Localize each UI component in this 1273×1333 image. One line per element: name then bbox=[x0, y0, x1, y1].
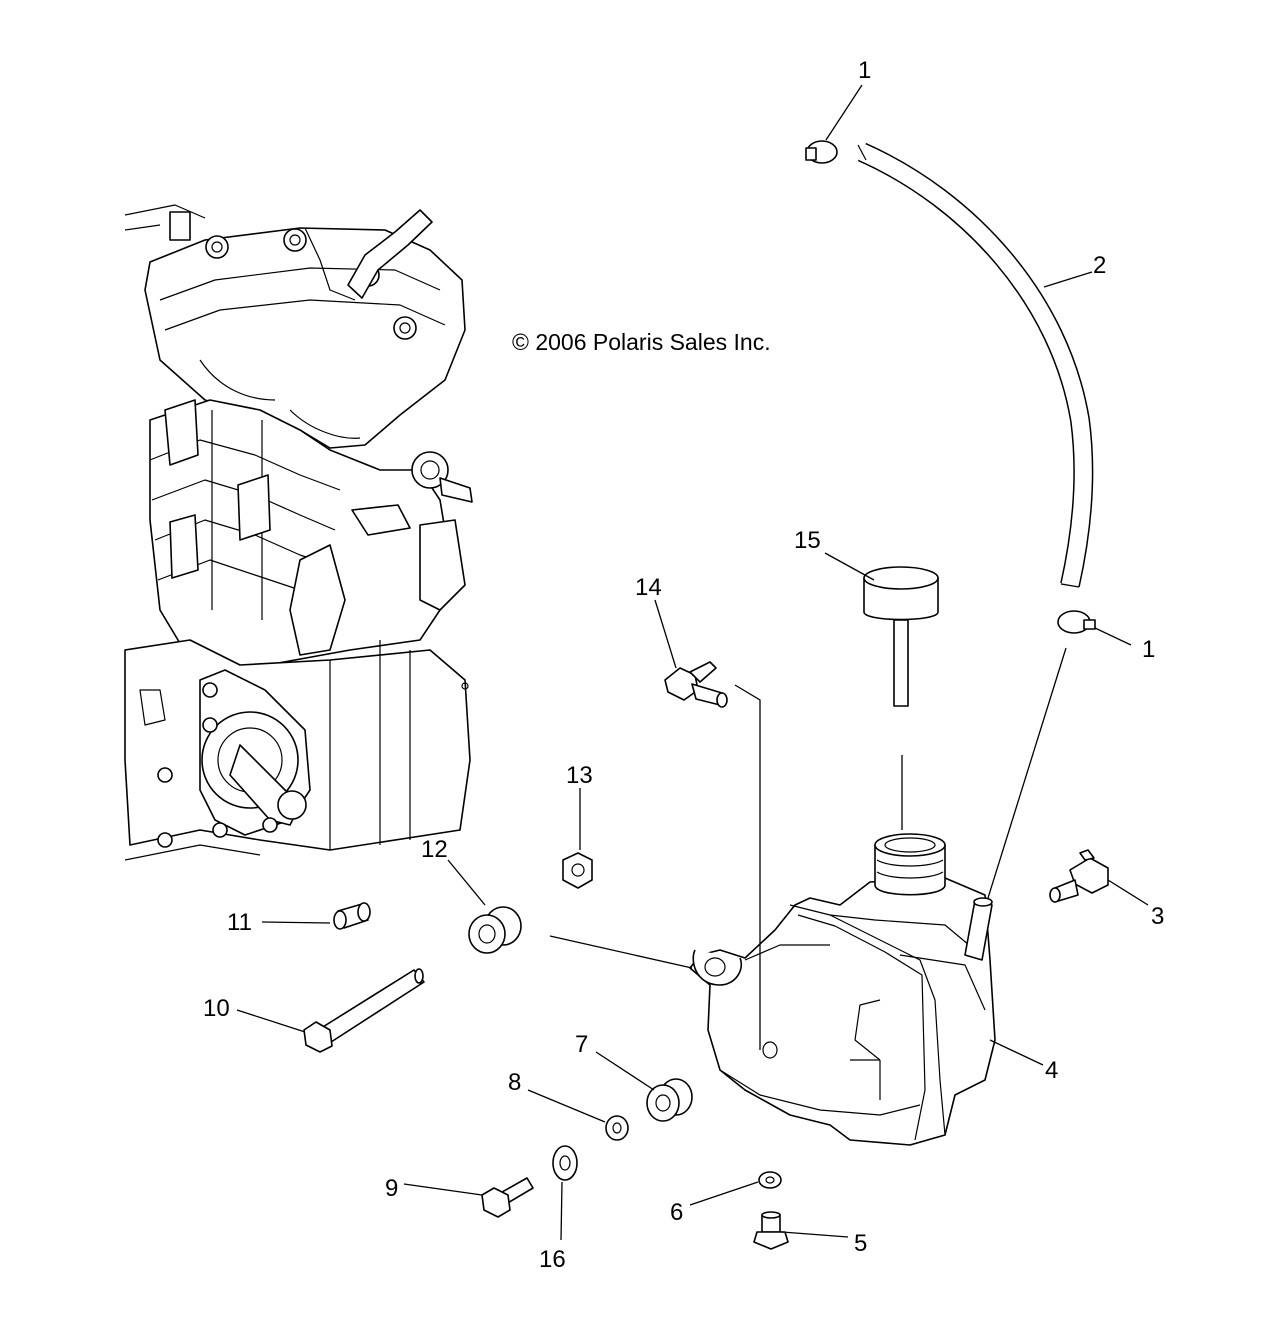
callout-6: 6 bbox=[670, 1199, 683, 1226]
leader-lines bbox=[236, 84, 1149, 1241]
long-bolt bbox=[303, 968, 425, 1053]
callout-1-top: 1 bbox=[858, 57, 871, 84]
bolt-9 bbox=[481, 1177, 534, 1218]
grommet-12 bbox=[468, 906, 522, 954]
engine-assembly bbox=[124, 204, 473, 861]
callout-11: 11 bbox=[227, 909, 252, 936]
callout-3: 3 bbox=[1151, 903, 1164, 930]
bolt-5 bbox=[753, 1211, 789, 1250]
washer-16 bbox=[552, 1145, 578, 1181]
coolant-hose bbox=[857, 142, 1094, 588]
callout-13: 13 bbox=[566, 762, 593, 789]
callout-5: 5 bbox=[854, 1230, 867, 1257]
callout-7: 7 bbox=[575, 1031, 588, 1058]
callout-8: 8 bbox=[508, 1069, 521, 1096]
callout-15: 15 bbox=[794, 527, 821, 554]
spacer-sleeve bbox=[333, 902, 371, 930]
callout-4: 4 bbox=[1045, 1057, 1058, 1084]
callout-9: 9 bbox=[385, 1175, 398, 1202]
callout-10: 10 bbox=[203, 995, 230, 1022]
callout-2: 2 bbox=[1093, 252, 1106, 279]
temp-sensor-3 bbox=[1049, 849, 1109, 903]
callout-16: 16 bbox=[539, 1246, 566, 1273]
reservoir-cap bbox=[863, 566, 939, 707]
hose-clamp-bottom bbox=[1057, 610, 1096, 634]
callout-12: 12 bbox=[421, 836, 448, 863]
callout-numbers: 1 2 1 3 4 5 6 7 8 9 10 11 12 13 14 15 16 bbox=[203, 57, 1164, 1273]
copyright-text: © 2006 Polaris Sales Inc. bbox=[512, 329, 771, 355]
coolant-reservoir bbox=[689, 833, 996, 1146]
hex-nut bbox=[562, 852, 593, 889]
hose-clamp-top bbox=[805, 140, 838, 164]
washer-8 bbox=[605, 1115, 629, 1141]
washer-6 bbox=[758, 1171, 782, 1189]
grommet-7 bbox=[646, 1078, 693, 1122]
callout-14: 14 bbox=[635, 574, 662, 601]
callout-1-right: 1 bbox=[1142, 636, 1155, 663]
temp-sensor-14 bbox=[664, 661, 728, 708]
